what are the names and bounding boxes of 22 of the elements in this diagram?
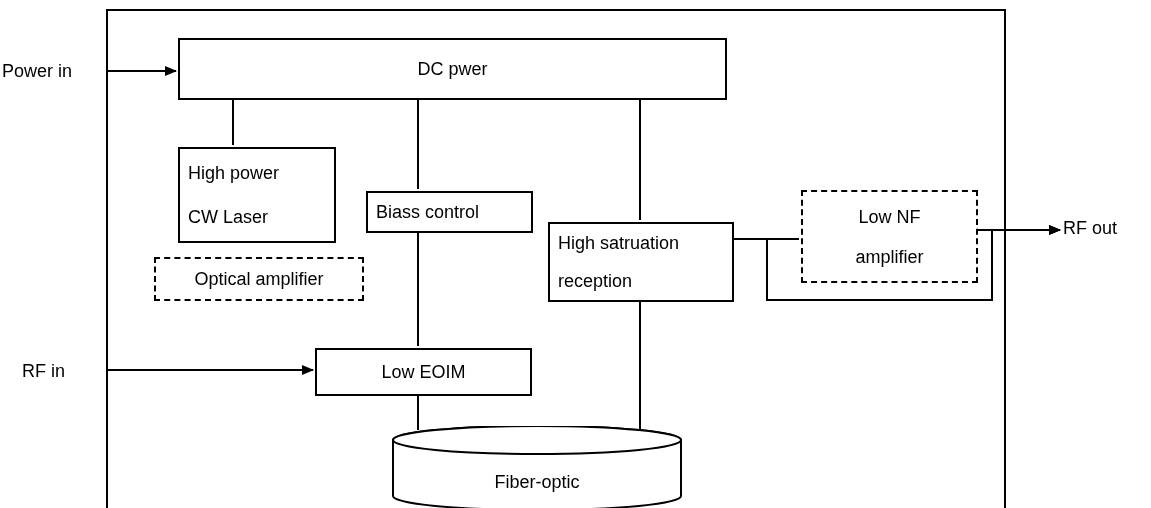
signal-name: Power in [2,60,74,82]
optional-box [154,257,364,301]
signal-name: RF in [22,360,66,382]
block-label: Biass control [376,201,481,223]
block-label: High power CW Laser [188,162,281,229]
enclosure-frame [106,9,1006,508]
process-box [315,348,532,396]
signal-name: RF out [1063,217,1119,239]
process-box [178,147,336,243]
block-label: Low NF amplifier [854,205,925,269]
block-label: DC pwer [416,58,489,80]
block-label: Low EOIM [380,361,467,383]
block-label: Optical amplifier [193,268,325,290]
process-box [366,191,533,233]
process-box [548,222,734,302]
fiber-cylinder [392,426,682,508]
arrow [105,66,177,76]
process-box [178,38,727,100]
block-label: High satruation reception [558,232,681,293]
optional-box [801,190,978,283]
block-label: Fiber-optic [493,471,581,493]
arrow [105,365,314,375]
